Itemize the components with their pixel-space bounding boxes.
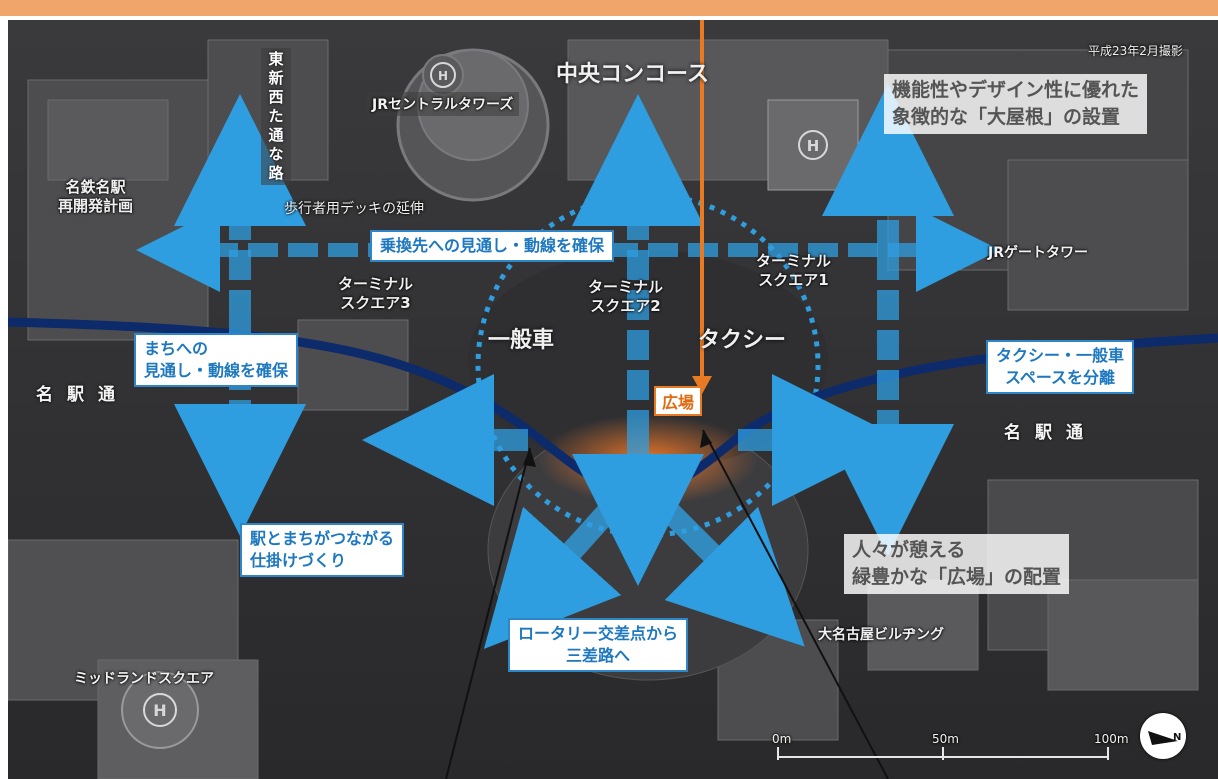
label-terminal-square-1: ターミナル スクエア1 xyxy=(756,252,832,289)
heliport-icon: H xyxy=(767,99,859,191)
scale-tick-0: 0m xyxy=(772,732,792,746)
north-arrow-icon: N xyxy=(1140,713,1186,759)
scale-tick-50: 50m xyxy=(932,732,959,746)
heliport-icon: H xyxy=(121,671,199,749)
map-overlay: H H H xyxy=(8,20,1218,779)
callout-hiroba: 広場 xyxy=(654,386,703,416)
orange-arrow-head-icon xyxy=(692,376,712,394)
scale-bar xyxy=(777,747,1109,760)
svg-text:N: N xyxy=(1173,732,1181,743)
callout-station-town: 駅とまちがつながる 仕掛けづくり xyxy=(240,523,405,577)
photo-caption: 平成23年2月撮影 xyxy=(1088,44,1183,58)
label-terminal-square-3: ターミナル スクエア3 xyxy=(338,275,414,312)
callout-transfer: 乗換先への見通し・動線を確保 xyxy=(370,230,615,262)
label-midland: ミッドランドスクエア xyxy=(74,671,214,687)
leader-arrowheads xyxy=(523,430,712,467)
callout-plaza: 人々が憩える 緑豊かな「広場」の配置 xyxy=(844,534,1070,594)
callout-rotary: ロータリー交差点から 三差路へ xyxy=(508,618,689,672)
label-meieki-dori-left: 名駅通 xyxy=(36,385,129,405)
svg-text:H: H xyxy=(807,137,820,155)
callout-roof: 機能性やデザイン性に優れた 象徴的な「大屋根」の設置 xyxy=(884,74,1148,134)
heliport-icon: H xyxy=(430,62,456,88)
label-terminal-square-2: ターミナル スクエア2 xyxy=(588,278,664,315)
label-central-concourse: 中央コンコース xyxy=(556,62,709,87)
label-general-car: 一般車 xyxy=(488,328,555,353)
diagonal-arrows xyxy=(483,492,805,650)
callout-taxi-separate: タクシー・一般車 スペースを分離 xyxy=(986,340,1135,394)
svg-text:H: H xyxy=(153,701,166,720)
label-dai-nagoya: 大名古屋ビルヂング xyxy=(818,627,944,643)
scale-tick-100: 100m xyxy=(1094,732,1129,746)
label-jr-gate-tower: JRゲートタワー xyxy=(988,245,1088,261)
label-meitetsu: 名鉄名駅 再開発計画 xyxy=(58,178,134,215)
top-accent-bar xyxy=(0,0,1218,16)
label-pedestrian-deck: 歩行者用デッキの延伸 xyxy=(284,201,424,217)
label-meieki-dori-right: 名駅通 xyxy=(1004,423,1097,443)
svg-text:H: H xyxy=(438,69,448,83)
label-taxi: タクシー xyxy=(698,328,787,353)
label-higashi-shinsai: 東新西た通な路 xyxy=(261,48,291,185)
label-jr-central-towers: JRセントラルタワーズ xyxy=(366,92,520,116)
leader-lines xyxy=(445,429,889,779)
aerial-photo: H H H xyxy=(8,20,1218,779)
jr-towers-rings xyxy=(396,48,550,202)
callout-town-view: まちへの 見通し・動線を確保 xyxy=(134,333,299,387)
